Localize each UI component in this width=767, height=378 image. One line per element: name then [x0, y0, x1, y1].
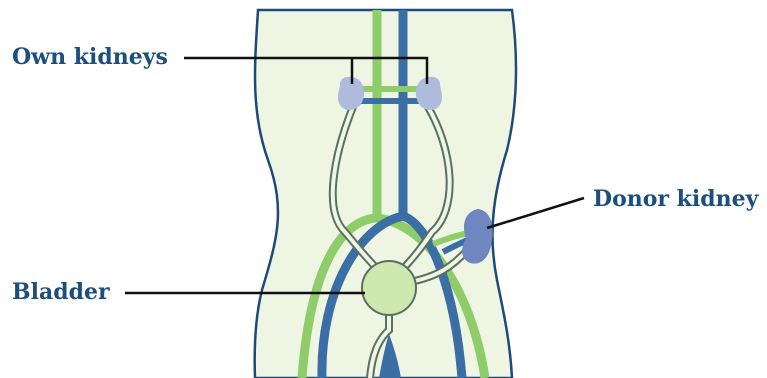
donor-kidney-label: Donor kidney — [593, 188, 758, 210]
own-kidneys-label: Own kidneys — [12, 46, 168, 68]
leader-donor-kidney — [487, 198, 584, 228]
own-kidney-right-icon — [416, 77, 442, 110]
bladder-label: Bladder — [12, 281, 110, 303]
bladder-icon — [362, 261, 416, 315]
